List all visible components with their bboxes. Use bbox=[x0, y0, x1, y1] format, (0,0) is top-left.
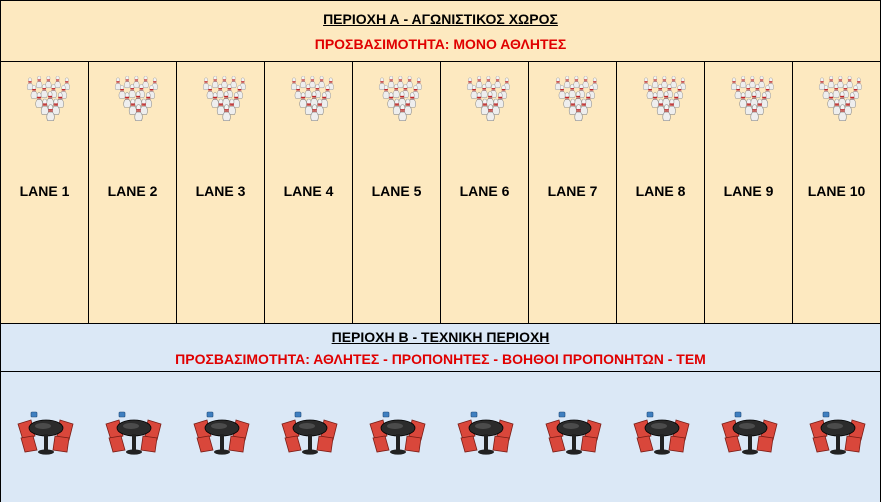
zone-b-access: ΠΡΟΣΒΑΣΙΜΟΤΗΤΑ: ΑΘΛΗΤΕΣ - ΠΡΟΠΟΝΗΤΕΣ - Β… bbox=[175, 351, 706, 367]
bowling-pins-icon bbox=[105, 75, 163, 122]
table-and-chairs-icon bbox=[719, 406, 781, 462]
lane-label: LANE 1 bbox=[19, 183, 70, 199]
technical-area-tables bbox=[0, 372, 881, 502]
zone-b-header: ΠΕΡΙΟΧΗ Β - ΤΕΧΝΙΚΗ ΠΕΡΙΟΧΗ ΠΡΟΣΒΑΣΙΜΟΤΗ… bbox=[0, 324, 881, 372]
bowling-pins-icon bbox=[809, 75, 867, 122]
lane-label: LANE 8 bbox=[635, 183, 686, 199]
zone-a-access: ΠΡΟΣΒΑΣΙΜΟΤΗΤΑ: ΜΟΝΟ ΑΘΛΗΤΕΣ bbox=[314, 36, 567, 52]
table-and-chairs-icon bbox=[191, 406, 253, 462]
lane-label: LANE 6 bbox=[459, 183, 510, 199]
lane-1: LANE 1 bbox=[0, 62, 88, 324]
zone-a-title: ΠΕΡΙΟΧΗ Α - ΑΓΩΝΙΣΤΙΚΟΣ ΧΩΡΟΣ bbox=[323, 11, 558, 27]
table-and-chairs-icon bbox=[543, 406, 605, 462]
lane-label: LANE 4 bbox=[283, 183, 334, 199]
lane-7: LANE 7 bbox=[528, 62, 616, 324]
lane-8: LANE 8 bbox=[616, 62, 704, 324]
zone-a-header: ΠΕΡΙΟΧΗ Α - ΑΓΩΝΙΣΤΙΚΟΣ ΧΩΡΟΣ ΠΡΟΣΒΑΣΙΜΟ… bbox=[0, 0, 881, 62]
lane-label: LANE 5 bbox=[371, 183, 422, 199]
table-and-chairs-icon bbox=[279, 406, 341, 462]
table-and-chairs-icon bbox=[367, 406, 429, 462]
lane-5: LANE 5 bbox=[352, 62, 440, 324]
lane-2: LANE 2 bbox=[88, 62, 176, 324]
bowling-pins-icon bbox=[545, 75, 603, 122]
lane-9: LANE 9 bbox=[704, 62, 792, 324]
table-and-chairs-icon bbox=[455, 406, 517, 462]
lane-label: LANE 3 bbox=[195, 183, 246, 199]
lanes-row: LANE 1 bbox=[0, 62, 881, 324]
table-and-chairs-icon bbox=[631, 406, 693, 462]
lane-4: LANE 4 bbox=[264, 62, 352, 324]
bowling-pins-icon bbox=[369, 75, 427, 122]
table-and-chairs-icon bbox=[103, 406, 165, 462]
lane-label: LANE 9 bbox=[723, 183, 774, 199]
lane-10: LANE 10 bbox=[792, 62, 881, 324]
lane-label: LANE 7 bbox=[547, 183, 598, 199]
table-and-chairs-icon bbox=[15, 406, 77, 462]
lane-3: LANE 3 bbox=[176, 62, 264, 324]
bowling-pins-icon bbox=[721, 75, 779, 122]
zone-b-title: ΠΕΡΙΟΧΗ Β - ΤΕΧΝΙΚΗ ΠΕΡΙΟΧΗ bbox=[331, 329, 550, 345]
bowling-pins-icon bbox=[457, 75, 515, 122]
bowling-pins-icon bbox=[193, 75, 251, 122]
lane-6: LANE 6 bbox=[440, 62, 528, 324]
bowling-pins-icon bbox=[633, 75, 691, 122]
bowling-pins-icon bbox=[281, 75, 339, 122]
lane-label: LANE 2 bbox=[107, 183, 158, 199]
table-and-chairs-icon bbox=[807, 406, 869, 462]
lane-label: LANE 10 bbox=[807, 183, 866, 199]
bowling-pins-icon bbox=[17, 75, 75, 122]
